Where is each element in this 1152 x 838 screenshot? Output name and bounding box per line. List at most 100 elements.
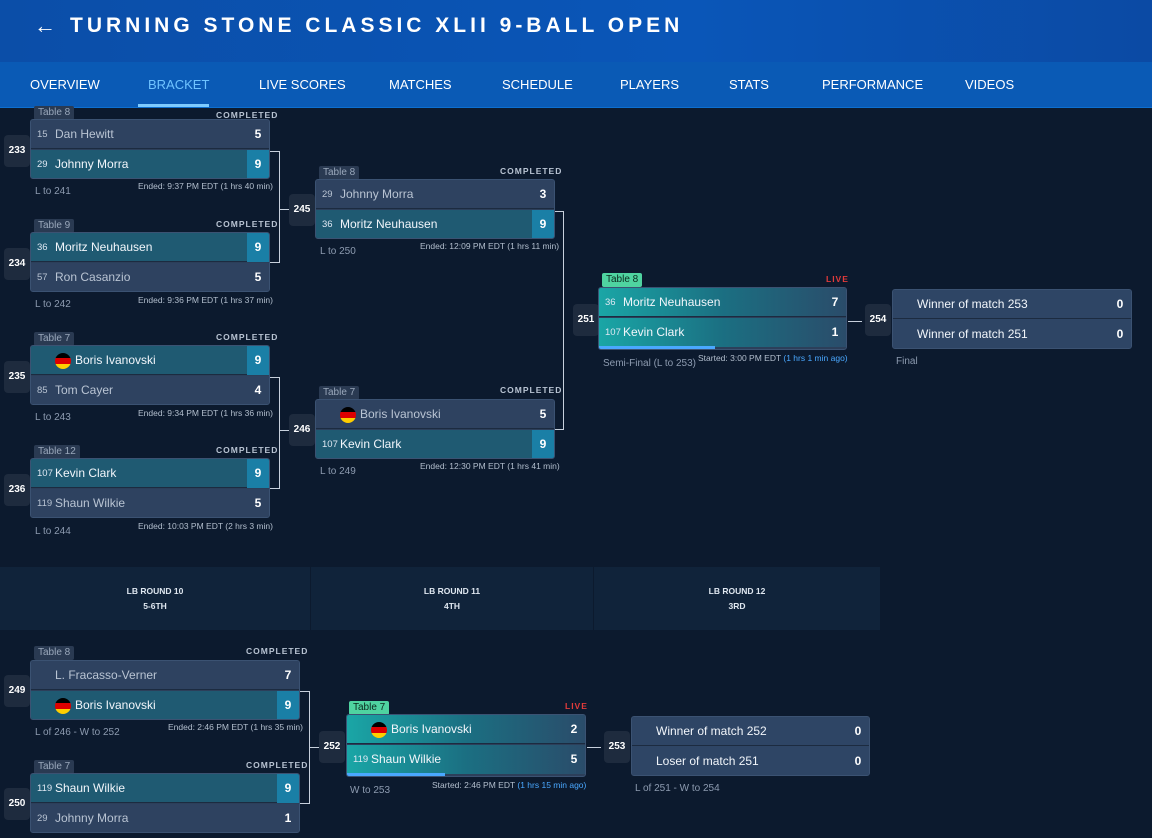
- player-name: Johnny Morra: [55, 811, 129, 825]
- round-place: 4TH: [443, 601, 461, 611]
- player-score: 9: [532, 430, 554, 458]
- table-badge: Table 8: [34, 106, 75, 120]
- match-card-246[interactable]: Boris Ivanovski 5 107 Kevin Clark 9: [315, 399, 555, 459]
- live-status: LIVE: [565, 701, 588, 711]
- tab-overview[interactable]: OVERVIEW: [30, 77, 100, 92]
- player-score: 9: [532, 210, 554, 238]
- match-number[interactable]: 246: [289, 414, 315, 446]
- player-seed: 107: [605, 327, 621, 338]
- tab-videos[interactable]: VIDEOS: [965, 77, 1015, 92]
- bracket-connector: [300, 803, 310, 804]
- player-score: 7: [831, 295, 839, 309]
- match-number[interactable]: 251: [573, 304, 599, 336]
- table-badge: Table 12: [34, 445, 80, 459]
- player-score: 9: [247, 233, 269, 262]
- player-seed: 57: [37, 272, 48, 283]
- tab-schedule[interactable]: SCHEDULE: [502, 77, 573, 92]
- player-score: 0: [854, 754, 862, 768]
- match-status: COMPLETED: [246, 760, 309, 770]
- player-name: Shaun Wilkie: [55, 781, 126, 795]
- player-score: 5: [254, 127, 262, 141]
- match-card-236[interactable]: 107 Kevin Clark 9 119 Shaun Wilkie 5: [30, 458, 270, 518]
- player-seed: 36: [605, 297, 616, 308]
- match-card-251[interactable]: 36 Moritz Neuhausen 7 107 Kevin Clark 1: [598, 287, 847, 350]
- player-row: Winner of match 251 0: [893, 320, 1131, 348]
- live-status: LIVE: [826, 274, 849, 284]
- round-name: LB ROUND 10: [126, 586, 184, 596]
- player-seed: 119: [37, 783, 53, 794]
- player-name: Moritz Neuhausen: [55, 240, 153, 254]
- match-route: L to 243: [35, 412, 71, 423]
- tab-live-scores[interactable]: LIVE SCORES: [259, 77, 346, 92]
- player-score: 7: [284, 668, 292, 682]
- match-status: COMPLETED: [216, 219, 279, 229]
- match-card-252[interactable]: Boris Ivanovski 2 119 Shaun Wilkie 5: [346, 714, 586, 777]
- tab-players[interactable]: PLAYERS: [620, 77, 680, 92]
- match-number[interactable]: 249: [4, 675, 30, 707]
- match-number[interactable]: 235: [4, 361, 30, 393]
- player-row: 15 Dan Hewitt 5: [31, 120, 269, 149]
- match-number[interactable]: 236: [4, 474, 30, 506]
- player-score: 1: [831, 325, 839, 339]
- player-name: Boris Ivanovski: [75, 353, 156, 367]
- match-card-254[interactable]: Winner of match 253 0 Winner of match 25…: [892, 289, 1132, 349]
- match-number[interactable]: 245: [289, 194, 315, 226]
- match-number[interactable]: 254: [865, 304, 891, 336]
- match-card-233[interactable]: 15 Dan Hewitt 5 29 Johnny Morra 9: [30, 119, 270, 179]
- tab-stats[interactable]: STATS: [729, 77, 769, 92]
- player-row: Winner of match 253 0: [893, 290, 1131, 319]
- player-name: Winner of match 251: [917, 327, 1028, 341]
- match-card-250[interactable]: 119 Shaun Wilkie 9 29 Johnny Morra 1: [30, 773, 300, 833]
- match-number[interactable]: 233: [4, 135, 30, 167]
- player-seed: 119: [353, 754, 369, 765]
- player-name: Johnny Morra: [340, 187, 414, 201]
- player-score: 9: [247, 459, 269, 488]
- bracket-connector: [279, 430, 289, 431]
- bracket-connector: [270, 377, 280, 378]
- match-number[interactable]: 253: [604, 731, 630, 763]
- match-route: L to 242: [35, 299, 71, 310]
- bracket-connector: [279, 151, 280, 263]
- match-number[interactable]: 252: [319, 731, 345, 763]
- tab-bracket[interactable]: BRACKET: [148, 77, 210, 92]
- round-place: 3RD: [728, 601, 746, 611]
- match-number[interactable]: 234: [4, 248, 30, 280]
- elapsed-time: (1 hrs 15 min ago): [517, 780, 587, 790]
- player-name: Boris Ivanovski: [391, 722, 472, 736]
- match-card-253[interactable]: Winner of match 252 0 Loser of match 251…: [631, 716, 870, 776]
- player-name: Johnny Morra: [55, 157, 129, 171]
- player-row: 119 Shaun Wilkie 5: [31, 489, 269, 517]
- germany-flag-icon: [55, 353, 71, 369]
- tab-performance[interactable]: PERFORMANCE: [822, 77, 924, 92]
- player-row: 29 Johnny Morra 9: [31, 150, 269, 178]
- player-row: Boris Ivanovski 9: [31, 346, 269, 375]
- match-card-249[interactable]: L. Fracasso-Verner 7 Boris Ivanovski 9: [30, 660, 300, 720]
- player-seed: 36: [37, 242, 48, 253]
- player-row: 29 Johnny Morra 3: [316, 180, 554, 209]
- match-card-235[interactable]: Boris Ivanovski 9 85 Tom Cayer 4: [30, 345, 270, 405]
- started-label: Started: 3:00 PM EDT: [698, 353, 781, 363]
- match-ended-time: Ended: 10:03 PM EDT (2 hrs 3 min): [138, 521, 273, 531]
- table-badge: Table 7: [34, 760, 75, 774]
- player-name: Tom Cayer: [55, 383, 114, 397]
- match-progress-bar: [347, 773, 445, 776]
- match-ended-time: Ended: 12:09 PM EDT (1 hrs 11 min): [420, 241, 560, 251]
- match-ended-time: Ended: 9:36 PM EDT (1 hrs 37 min): [138, 295, 273, 305]
- player-row: L. Fracasso-Verner 7: [31, 661, 299, 690]
- match-route: L to 250: [320, 246, 356, 257]
- player-row: Boris Ivanovski 9: [31, 691, 299, 719]
- bracket-connector: [300, 691, 310, 692]
- arrow-left-icon[interactable]: ←: [34, 13, 56, 38]
- match-number[interactable]: 250: [4, 788, 30, 820]
- match-ended-time: Ended: 9:34 PM EDT (1 hrs 36 min): [138, 408, 273, 418]
- table-badge: Table 7: [319, 386, 360, 400]
- match-card-234[interactable]: 36 Moritz Neuhausen 9 57 Ron Casanzio 5: [30, 232, 270, 292]
- bracket-connector: [848, 321, 862, 322]
- player-row: Boris Ivanovski 5: [316, 400, 554, 429]
- tab-matches[interactable]: MATCHES: [389, 77, 452, 92]
- match-card-245[interactable]: 29 Johnny Morra 3 36 Moritz Neuhausen 9: [315, 179, 555, 239]
- player-seed: 36: [322, 219, 333, 230]
- started-label: Started: 2:46 PM EDT: [432, 780, 515, 790]
- match-status: COMPLETED: [500, 166, 563, 176]
- active-tab-indicator: [138, 104, 209, 107]
